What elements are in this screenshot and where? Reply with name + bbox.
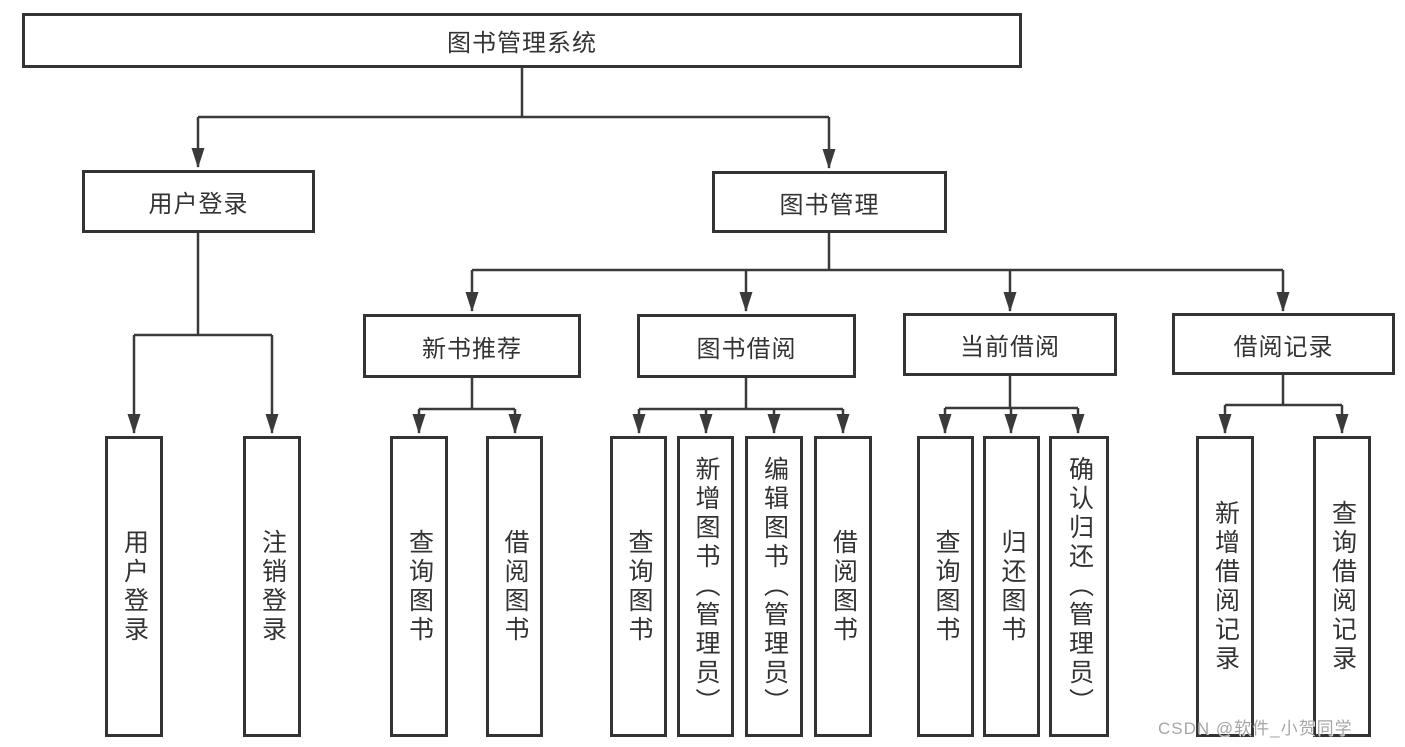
leaf-label: 查询借阅记录 [1328, 499, 1357, 674]
leaf-query-books-borrowing: 查询图书 [610, 436, 667, 737]
node-book-management: 图书管理 [712, 171, 947, 233]
node-user-login: 用户登录 [82, 170, 315, 233]
leaf-label: 借阅图书 [501, 528, 529, 645]
leaf-label: 查询图书 [405, 528, 434, 645]
leaf-add-book-admin: 新增图书（管理员） [677, 436, 734, 737]
node-book-borrowing: 图书借阅 [637, 314, 856, 378]
leaf-logout: 注销登录 [243, 436, 301, 737]
leaf-add-borrow-record: 新增借阅记录 [1196, 436, 1254, 737]
leaf-label: 注销登录 [258, 528, 287, 645]
leaf-label: 查询图书 [932, 528, 960, 645]
node-label: 图书管理系统 [447, 30, 597, 57]
node-label: 用户登录 [148, 191, 249, 218]
leaf-query-borrow-record: 查询借阅记录 [1313, 436, 1371, 737]
leaf-label: 归还图书 [998, 528, 1026, 645]
node-label: 当前借阅 [960, 334, 1060, 361]
leaf-edit-book-admin: 编辑图书（管理员） [745, 436, 803, 737]
node-new-book-recommend: 新书推荐 [363, 314, 581, 378]
node-label: 图书借阅 [696, 335, 797, 363]
leaf-user-login: 用户登录 [105, 436, 163, 737]
node-label: 图书管理 [779, 191, 880, 219]
leaf-label: 编辑图书（管理员） [760, 456, 789, 717]
leaf-confirm-return-admin: 确认归还（管理员） [1049, 436, 1109, 737]
node-current-borrowing: 当前借阅 [903, 313, 1117, 376]
leaf-label: 新增图书（管理员） [692, 456, 720, 717]
node-library-system: 图书管理系统 [22, 13, 1022, 68]
leaf-label: 确认归还（管理员） [1065, 456, 1094, 717]
leaf-query-books-recommend: 查询图书 [390, 436, 448, 737]
csdn-watermark: CSDN @软件_小贺同学 [1158, 719, 1353, 738]
leaf-label: 借阅图书 [829, 528, 858, 645]
node-borrowing-records: 借阅记录 [1172, 313, 1395, 375]
leaf-query-books-current: 查询图书 [917, 436, 974, 737]
leaf-borrow-books-recommend: 借阅图书 [486, 436, 543, 737]
node-label: 新书推荐 [422, 335, 522, 363]
leaf-return-book: 归还图书 [983, 436, 1040, 737]
node-label: 借阅记录 [1233, 333, 1334, 361]
leaf-label: 用户登录 [120, 528, 149, 645]
leaf-label: 查询图书 [625, 528, 653, 645]
leaf-label: 新增借阅记录 [1211, 499, 1240, 674]
leaf-borrow-books-borrowing: 借阅图书 [814, 436, 872, 737]
